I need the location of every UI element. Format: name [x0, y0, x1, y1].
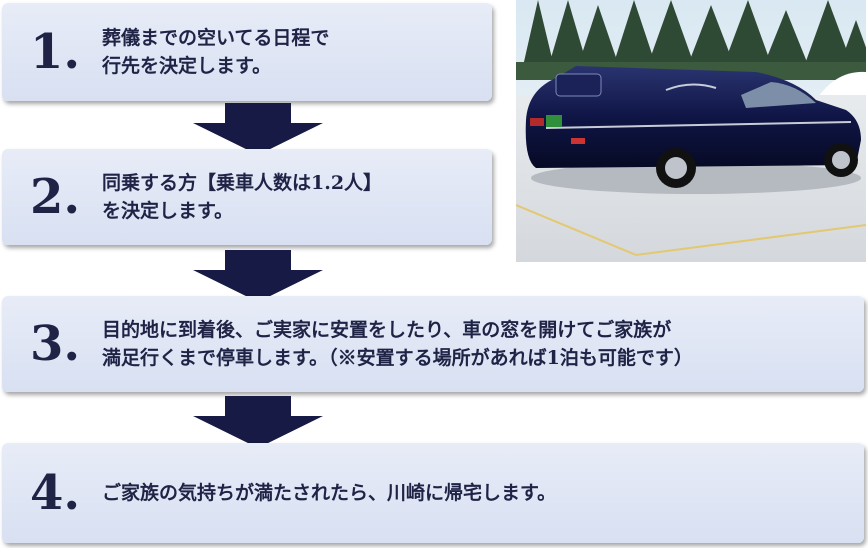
- step-2-line-2: を決定します。: [102, 200, 234, 222]
- arrow-down-icon: [193, 396, 323, 448]
- step-1-line-1: 葬儀までの空いてる日程で: [102, 27, 330, 49]
- step-2-line-1: 同乗する方【乗車人数は1.2人】: [102, 172, 383, 194]
- step-2-box: 2. 同乗する方【乗車人数は1.2人】 を決定します。: [2, 149, 492, 245]
- step-2-text: 同乗する方【乗車人数は1.2人】 を決定します。: [102, 169, 382, 225]
- step-4-line-1: ご家族の気持ちが満たされたら、川崎に帰宅します。: [102, 482, 557, 504]
- arrow-down-icon: [193, 250, 323, 302]
- step-1-text: 葬儀までの空いてる日程で 行先を決定します。: [102, 24, 329, 80]
- step-2-number: 2.: [30, 169, 81, 225]
- step-3-box: 3. 目的地に到着後、ご実家に安置をしたり、車の窓を開けてご家族が 満足行くまで…: [2, 296, 864, 392]
- step-4-text: ご家族の気持ちが満たされたら、川崎に帰宅します。: [102, 479, 556, 507]
- hearse-photo: [516, 0, 866, 262]
- step-4-number: 4.: [30, 465, 81, 521]
- step-3-number: 3.: [30, 316, 81, 372]
- step-1-line-2: 行先を決定します。: [102, 55, 272, 77]
- step-1-box: 1. 葬儀までの空いてる日程で 行先を決定します。: [2, 3, 492, 101]
- step-3-line-2: 満足行くまで停車します。（※安置する場所があれば1泊も可能です）: [102, 347, 693, 369]
- step-3-line-1: 目的地に到着後、ご実家に安置をしたり、車の窓を開けてご家族が: [102, 319, 672, 341]
- step-3-text: 目的地に到着後、ご実家に安置をしたり、車の窓を開けてご家族が 満足行くまで停車し…: [102, 316, 693, 372]
- arrow-down-icon: [193, 103, 323, 155]
- step-1-number: 1.: [30, 24, 81, 80]
- step-4-box: 4. ご家族の気持ちが満たされたら、川崎に帰宅します。: [2, 443, 864, 543]
